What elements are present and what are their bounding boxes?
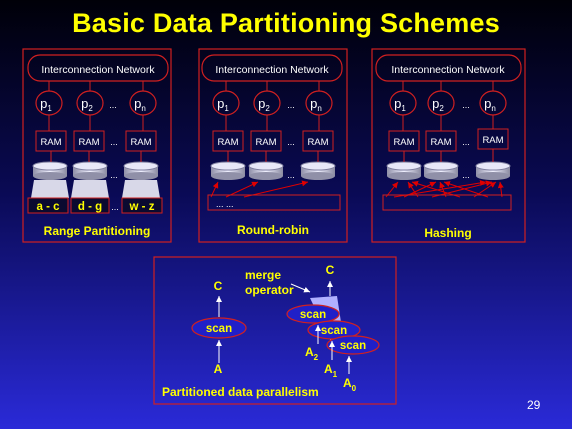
ellipsis: ... (111, 202, 119, 212)
disk-row: ... (386, 161, 511, 180)
caption-round-robin: Round-robin (237, 223, 309, 237)
network-label: Interconnection Network (215, 64, 329, 76)
ram-label: RAM (307, 137, 328, 148)
processor-label: p1 (217, 96, 229, 113)
disk-icon (387, 166, 421, 176)
processor-label: p1 (394, 96, 406, 113)
ram-label: RAM (130, 137, 151, 148)
panel-round-robin: Interconnection Network p1 p2 ... pn RAM… (198, 48, 348, 243)
disk-icon (124, 166, 158, 176)
funnel-shape (122, 180, 160, 198)
merge-pointer-arrow (290, 283, 311, 293)
disk-row: ... (210, 161, 336, 180)
ellipsis: ... (287, 137, 295, 147)
processor-row: p1 p2 ... pn (35, 90, 157, 116)
ram-label: RAM (482, 135, 503, 146)
tuple-ellipsis: ... ... (216, 199, 234, 209)
processor-row: p1 p2 ... pn (212, 90, 333, 116)
ellipsis: ... (110, 170, 118, 180)
merge-label-line2: operator (245, 283, 294, 297)
disk-row: ... (32, 161, 159, 180)
scan-label: scan (321, 325, 347, 337)
panel-range-border (22, 48, 172, 243)
panel-hashing-border (371, 48, 526, 243)
ellipsis: ... (110, 137, 118, 147)
network-label: Interconnection Network (41, 64, 155, 76)
ellipsis: ... (109, 100, 117, 110)
input-a0: A0 (343, 376, 357, 393)
processor-row: p1 p2 ... pn (389, 90, 507, 116)
funnel-shape (31, 180, 69, 198)
processor-label: p1 (40, 96, 52, 113)
input-a1: A1 (324, 362, 338, 379)
disk-icon (424, 166, 458, 176)
scan-label: scan (300, 309, 326, 321)
range-bin (27, 197, 69, 214)
slide-title: Basic Data Partitioning Schemes (72, 8, 500, 38)
panel-parallelism: C scan A merge operator C scan scan scan… (153, 256, 397, 405)
ellipsis: ... (462, 170, 470, 180)
ram-row: RAM RAM ... RAM (388, 128, 509, 152)
panel-hashing: Interconnection Network p1 p2 ... pn RAM… (371, 48, 526, 243)
panel-parallelism-border (153, 256, 397, 405)
ram-label: RAM (40, 137, 61, 148)
scan-operator (286, 304, 340, 324)
ram-label: RAM (78, 137, 99, 148)
ram-label: RAM (217, 137, 238, 148)
caption-range: Range Partitioning (44, 224, 151, 238)
caption-parallelism: Partitioned data parallelism (162, 385, 319, 399)
merge-label-line1: merge (245, 268, 281, 282)
ellipsis: ... (287, 100, 295, 110)
funnel-shape (71, 180, 109, 198)
tuple-stream (382, 194, 512, 211)
ram-label: RAM (430, 137, 451, 148)
scan-label: scan (206, 323, 232, 335)
disk-icon (249, 166, 283, 176)
processor-label: pn (134, 96, 146, 113)
ram-row: RAM RAM ... RAM (35, 130, 157, 152)
network-box (201, 54, 343, 82)
range-bin (70, 197, 110, 214)
page-number: 29 (527, 398, 541, 412)
network-box (375, 54, 522, 82)
ram-row: RAM RAM ... RAM (212, 130, 334, 152)
processor-label: pn (484, 96, 496, 113)
panel-range: Interconnection Network p1 p2 ... pn RAM… (22, 48, 172, 243)
disk-icon (73, 166, 107, 176)
disk-icon (301, 166, 335, 176)
network-label: Interconnection Network (391, 64, 505, 76)
ram-label: RAM (255, 137, 276, 148)
range-label: a - c (36, 201, 60, 213)
ram-label: RAM (393, 137, 414, 148)
output-c-left: C (214, 279, 223, 293)
panel-round-robin-border (198, 48, 348, 243)
disk-icon (476, 166, 510, 176)
ellipsis: ... (462, 137, 470, 147)
network-box (27, 54, 169, 82)
range-label: w - z (129, 201, 155, 213)
range-bins: a - c d - g ... w - z (27, 180, 163, 214)
caption-hashing: Hashing (424, 226, 471, 240)
disk-icon (33, 166, 67, 176)
processor-label: pn (310, 96, 322, 113)
output-c-right: C (326, 263, 335, 277)
scan-label: scan (340, 340, 366, 352)
processor-label: p2 (258, 96, 270, 113)
input-a-left: A (214, 362, 223, 376)
tuple-stream (207, 194, 341, 211)
scan-operator (191, 317, 247, 339)
range-bin (121, 197, 163, 214)
ellipsis: ... (287, 170, 295, 180)
ellipsis: ... (462, 100, 470, 110)
processor-label: p2 (81, 96, 93, 113)
input-a2: A2 (305, 345, 319, 362)
scan-operator (326, 335, 380, 355)
processor-label: p2 (432, 96, 444, 113)
range-label: d - g (78, 201, 102, 213)
disk-icon (211, 166, 245, 176)
